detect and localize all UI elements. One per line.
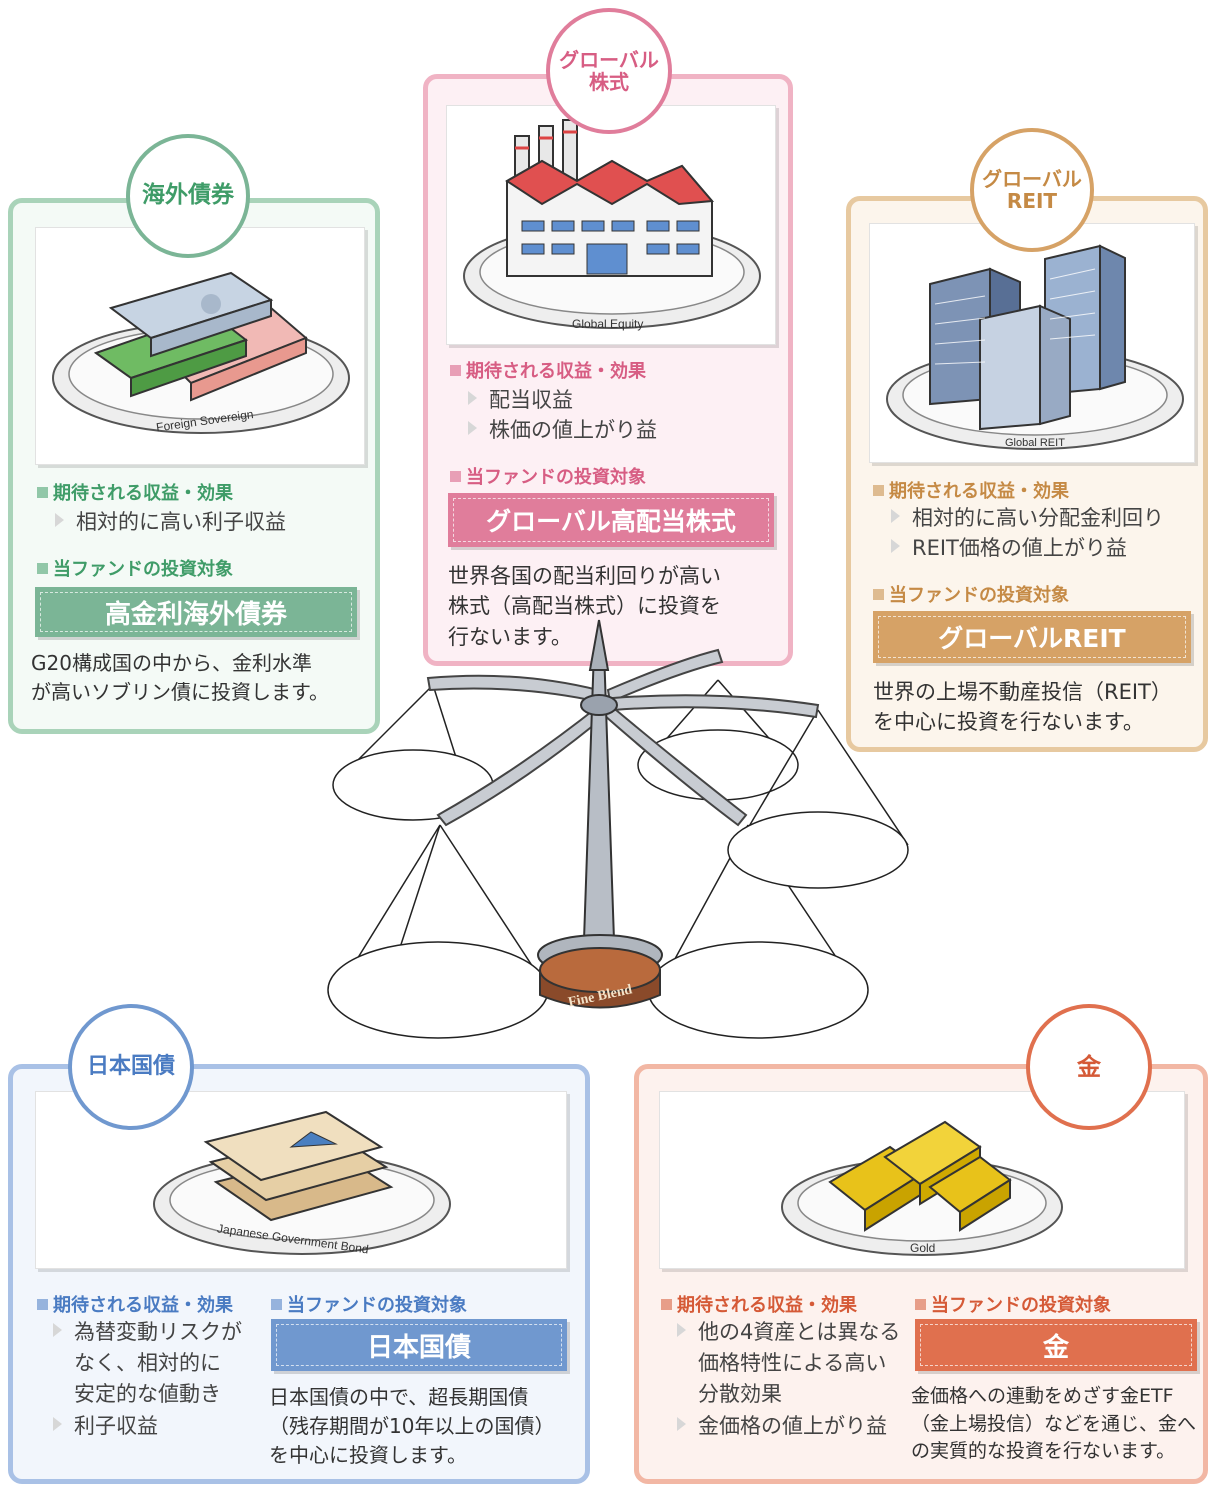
- gold-target-heading: 当ファンドの投資対象: [915, 1291, 1111, 1317]
- global-reit-target-banner: グローバルREIT: [873, 611, 1191, 663]
- card-global-reit: Global REIT 期待される収益・効果 相対的に高い分配金利回り REIT…: [846, 196, 1208, 752]
- card-global-equity: Global Equity 期待される収益・効果 配当収益 株価の値上がり益 当…: [423, 74, 793, 666]
- jgb-bullet-1-line-2: なく、相対的に: [74, 1351, 221, 1375]
- bullet-arrow-icon: [55, 513, 64, 527]
- global-reit-image: Global REIT: [869, 223, 1195, 463]
- gold-bullet-2: 金価格の値上がり益: [677, 1411, 887, 1441]
- bullet-arrow-icon: [468, 421, 477, 435]
- gold-expected-heading: 期待される収益・効果: [661, 1291, 857, 1317]
- global-reit-badge: グローバル REIT: [970, 128, 1094, 252]
- global-reit-bullet-1: 相対的に高い分配金利回り: [891, 503, 1164, 533]
- jgb-bullet-2: 利子収益: [53, 1411, 158, 1441]
- global-equity-plate-label: Global Equity: [572, 317, 643, 331]
- global-reit-bullet-2: REIT価格の値上がり益: [891, 533, 1127, 563]
- jgb-bullet-1-line-3: 安定的な値動き: [74, 1382, 221, 1406]
- card-gold: Gold 期待される収益・効果 他の4資産とは異なる 価格特性による高い 分散効…: [634, 1064, 1208, 1484]
- global-reit-target-heading: 当ファンドの投資対象: [873, 581, 1069, 607]
- foreign-bond-expected-heading: 期待される収益・効果: [37, 479, 233, 505]
- foreign-bond-image: Foreign Sovereign: [35, 227, 365, 465]
- card-jgb: Japanese Government Bond 期待される収益・効果 為替変動…: [8, 1064, 590, 1484]
- global-equity-image: Global Equity: [446, 105, 776, 345]
- jgb-expected-heading: 期待される収益・効果: [37, 1291, 233, 1317]
- gold-badge: 金: [1026, 1004, 1152, 1130]
- gold-target-banner: 金: [915, 1319, 1197, 1371]
- foreign-bond-bullet-1: 相対的に高い利子収益: [55, 507, 286, 537]
- bullet-arrow-icon: [468, 391, 477, 405]
- card-foreign-bond: Foreign Sovereign 期待される収益・効果 相対的に高い利子収益 …: [8, 198, 380, 734]
- jgb-target-banner: 日本国債: [271, 1319, 567, 1371]
- bullet-arrow-icon: [53, 1323, 62, 1337]
- foreign-bond-description: G20構成国の中から、金利水準 が高いソブリン債に投資します。: [31, 651, 329, 704]
- bullet-arrow-icon: [891, 539, 900, 553]
- gold-plate-label: Gold: [910, 1241, 935, 1255]
- balance-scale-illustration: Fine Blend: [327, 619, 909, 1039]
- global-reit-expected-heading: 期待される収益・効果: [873, 477, 1069, 503]
- bullet-arrow-icon: [677, 1417, 686, 1431]
- bullet-arrow-icon: [677, 1323, 686, 1337]
- global-equity-bullet-1: 配当収益: [468, 385, 573, 415]
- global-equity-expected-heading: 期待される収益・効果: [450, 357, 646, 383]
- foreign-bond-target-banner: 高金利海外債券: [35, 587, 357, 637]
- foreign-bond-target-heading: 当ファンドの投資対象: [37, 555, 233, 581]
- jgb-target-heading: 当ファンドの投資対象: [271, 1291, 467, 1317]
- bullet-arrow-icon: [891, 509, 900, 523]
- bullet-arrow-icon: [53, 1417, 62, 1431]
- gold-bullet-1-line-3: 分散効果: [698, 1382, 782, 1406]
- gold-bullet-1: 他の4資産とは異なる: [677, 1317, 900, 1347]
- jgb-description: 日本国債の中で、超長期国債 （残存期間が10年以上の国債） を中心に投資します。: [269, 1385, 555, 1467]
- global-reit-plate-label: Global REIT: [1005, 437, 1065, 449]
- global-equity-target-heading: 当ファンドの投資対象: [450, 463, 646, 489]
- jgb-badge: 日本国債: [68, 1004, 194, 1130]
- global-equity-target-banner: グローバル高配当株式: [448, 493, 774, 547]
- gold-description: 金価格への連動をめざす金ETF （金上場投信）などを通じ、金へ の実質的な投資を…: [911, 1385, 1197, 1463]
- global-equity-badge: グローバル 株式: [546, 8, 672, 134]
- foreign-bond-badge: 海外債券: [126, 134, 250, 258]
- gold-image: Gold: [659, 1091, 1185, 1269]
- global-equity-bullet-2: 株価の値上がり益: [468, 415, 657, 445]
- global-equity-description: 世界各国の配当利回りが高い 株式（高配当株式）に投資を 行ないます。: [448, 564, 721, 649]
- global-reit-description: 世界の上場不動産投信（REIT） を中心に投資を行ないます。: [873, 680, 1172, 735]
- gold-bullet-1-line-2: 価格特性による高い: [698, 1351, 887, 1375]
- jgb-bullet-1: 為替変動リスクが: [53, 1317, 242, 1347]
